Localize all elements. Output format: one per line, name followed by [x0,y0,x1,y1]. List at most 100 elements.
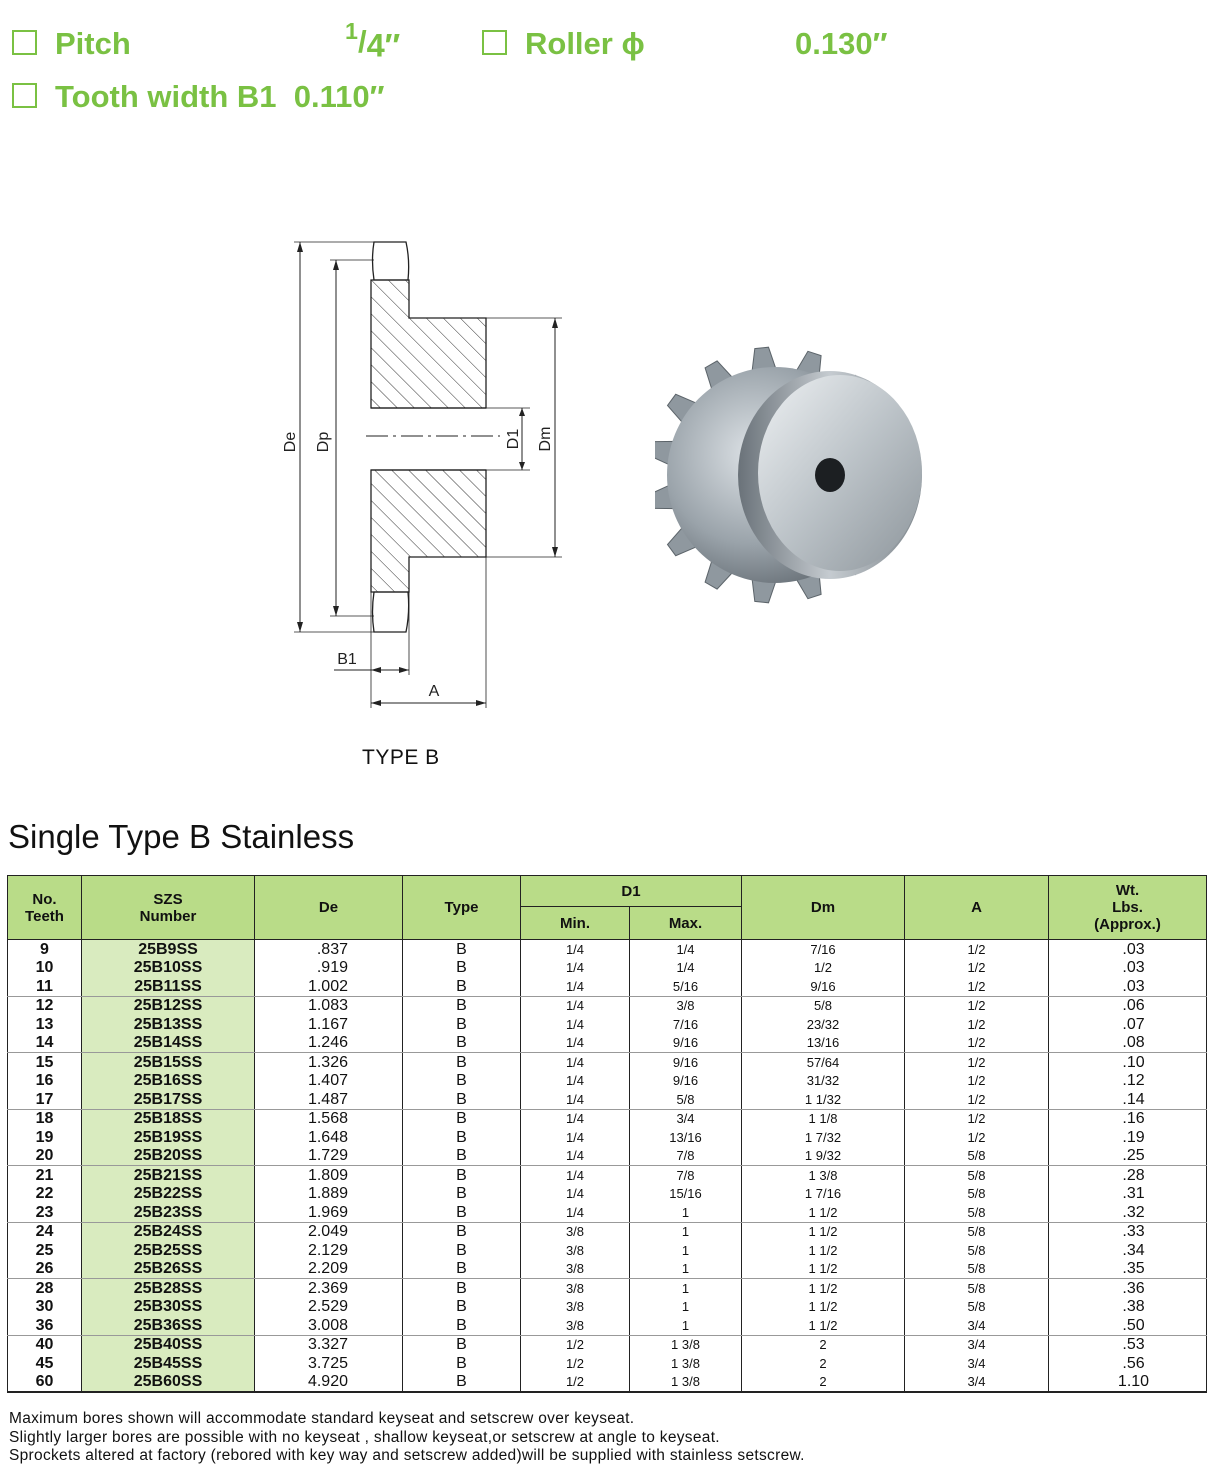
cell-dm: 1 3/8 [741,1165,905,1185]
cell-type: B [402,1052,521,1072]
upper-hatched-section [370,279,487,409]
cell-d1-min: 1/2 [520,1354,630,1373]
cell-teeth: 10 [7,958,82,977]
cell-type: B [402,1015,521,1034]
cell-de: 1.809 [254,1165,403,1185]
cell-dm: 9/16 [741,977,905,997]
cell-teeth: 17 [7,1090,82,1110]
cell-teeth: 30 [7,1297,82,1316]
cell-a: 1/2 [904,1071,1049,1090]
cell-dm: 7/16 [741,939,905,959]
footnote: Slightly larger bores are possible with … [9,1428,720,1446]
col-header-de: De [254,875,403,940]
cell-weight: .08 [1048,1033,1207,1053]
cell-teeth: 45 [7,1354,82,1373]
col-header-a: A [904,875,1049,940]
checkbox-icon [482,30,507,55]
cell-a: 5/8 [904,1165,1049,1185]
cell-d1-max: 1 [629,1297,742,1316]
cell-type: B [402,996,521,1015]
cell-weight: .31 [1048,1184,1207,1203]
cell-de: 1.167 [254,1015,403,1034]
cell-number: 25B45SS [81,1354,255,1373]
cell-de: .919 [254,958,403,977]
roller-label: Roller ϕ [525,26,645,61]
cell-type: B [402,1165,521,1185]
lower-hatched-section [370,469,487,593]
cell-weight: .34 [1048,1241,1207,1260]
cell-de: 1.648 [254,1128,403,1147]
cell-teeth: 19 [7,1128,82,1147]
cell-weight: .06 [1048,996,1207,1015]
cell-d1-min: 1/4 [520,1090,630,1110]
cell-weight: .36 [1048,1278,1207,1298]
cell-type: B [402,1146,521,1166]
cell-a: 1/2 [904,1015,1049,1034]
bottom-tooth-outline [371,591,410,633]
col-header-d1-min: Min. [520,906,630,940]
cell-type: B [402,1372,521,1393]
cell-d1-max: 1 [629,1316,742,1336]
cell-d1-max: 9/16 [629,1071,742,1090]
cell-d1-max: 1 3/8 [629,1335,742,1354]
cell-number: 25B22SS [81,1184,255,1203]
cell-type: B [402,1128,521,1147]
cell-d1-min: 1/4 [520,977,630,997]
cell-number: 25B20SS [81,1146,255,1166]
cell-number: 25B40SS [81,1335,255,1354]
top-tooth-outline [371,241,410,281]
cell-type: B [402,1278,521,1298]
cell-number: 25B18SS [81,1109,255,1128]
cell-de: 2.049 [254,1222,403,1241]
cell-dm: 57/64 [741,1052,905,1072]
cell-teeth: 20 [7,1146,82,1166]
cell-type: B [402,1241,521,1260]
pitch-value: 1/4″ [345,18,401,64]
cell-teeth: 21 [7,1165,82,1185]
cell-weight: .56 [1048,1354,1207,1373]
cell-teeth: 23 [7,1203,82,1223]
cell-type: B [402,1203,521,1223]
cell-de: 1.002 [254,977,403,997]
cell-de: 2.369 [254,1278,403,1298]
cell-dm: 1 7/32 [741,1128,905,1147]
footnotes: Maximum bores shown will accommodate sta… [9,1410,805,1466]
cell-teeth: 24 [7,1222,82,1241]
cell-a: 3/4 [904,1316,1049,1336]
cell-d1-min: 1/4 [520,1146,630,1166]
cell-d1-min: 1/4 [520,1203,630,1223]
cell-d1-max: 7/8 [629,1146,742,1166]
cell-de: 1.969 [254,1203,403,1223]
cell-number: 25B17SS [81,1090,255,1110]
cell-weight: .35 [1048,1259,1207,1279]
cell-a: 5/8 [904,1297,1049,1316]
cell-dm: 5/8 [741,996,905,1015]
cell-d1-max: 1 [629,1241,742,1260]
cell-type: B [402,1354,521,1373]
cell-number: 25B26SS [81,1259,255,1279]
cell-d1-min: 1/4 [520,939,630,959]
cell-de: 1.407 [254,1071,403,1090]
cell-d1-min: 1/2 [520,1372,630,1393]
cell-de: 3.725 [254,1354,403,1373]
cell-d1-min: 3/8 [520,1316,630,1336]
section-title: Single Type B Stainless [8,818,355,855]
cell-a: 1/2 [904,958,1049,977]
cell-dm: 2 [741,1372,905,1393]
cell-a: 3/4 [904,1335,1049,1354]
cell-d1-min: 1/4 [520,996,630,1015]
cell-de: 4.920 [254,1372,403,1393]
cell-number: 25B60SS [81,1372,255,1393]
cell-a: 3/4 [904,1354,1049,1373]
cell-d1-min: 1/4 [520,1165,630,1185]
cell-number: 25B30SS [81,1297,255,1316]
tooth-width-spec: Tooth width B1 0.110″ [12,79,385,115]
